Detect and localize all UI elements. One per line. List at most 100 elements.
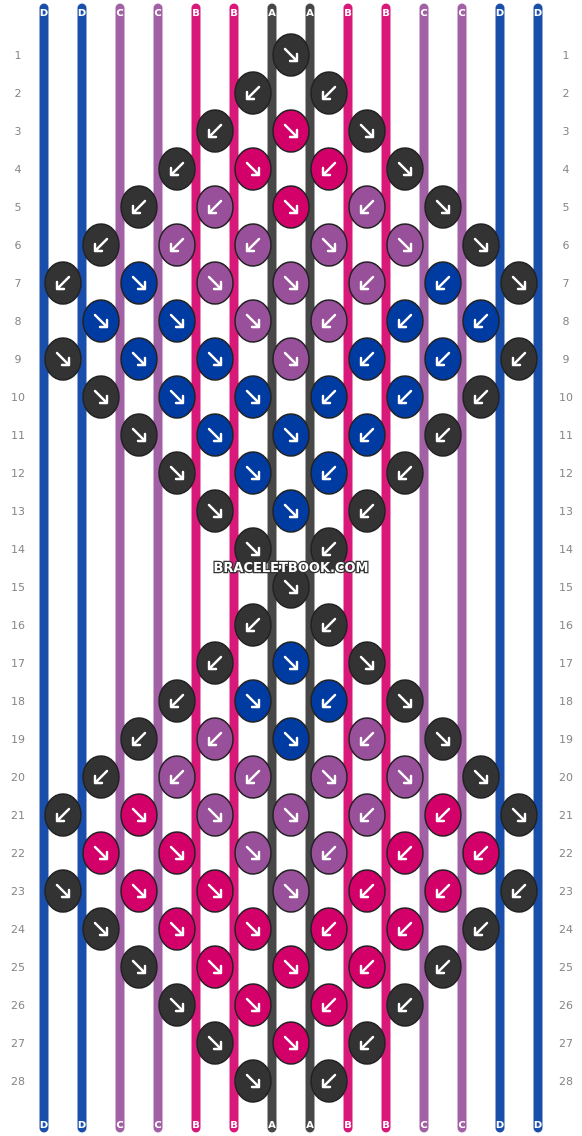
arrow-down-left-icon (359, 427, 375, 443)
row-label-left: 5 (15, 201, 22, 214)
knot (82, 223, 120, 267)
row-label-left: 15 (11, 581, 25, 594)
knot (120, 261, 158, 305)
knot (120, 185, 158, 229)
arrow-down-left-icon (359, 503, 375, 519)
string-label-top: C (154, 8, 161, 19)
row-label-left: 23 (11, 885, 25, 898)
arrow-down-left-icon (359, 959, 375, 975)
knot (196, 717, 234, 761)
row-label-right: 24 (559, 923, 573, 936)
knot (196, 869, 234, 913)
arrow-down-right-icon (283, 275, 299, 291)
arrow-down-left-icon (359, 351, 375, 367)
row-label-right: 20 (559, 771, 573, 784)
knot (348, 641, 386, 685)
arrow-down-left-icon (473, 313, 489, 329)
arrow-down-right-icon (283, 199, 299, 215)
knot (310, 1059, 348, 1103)
knot (272, 717, 310, 761)
string-label-bottom: D (496, 1120, 504, 1131)
knot (310, 831, 348, 875)
knot (272, 1021, 310, 1065)
string-label-bottom: B (344, 1120, 352, 1131)
string-label-top: D (496, 8, 504, 19)
arrow-down-right-icon (245, 389, 261, 405)
arrow-down-right-icon (131, 807, 147, 823)
knot (310, 679, 348, 723)
row-label-right: 10 (559, 391, 573, 404)
arrow-down-right-icon (359, 123, 375, 139)
arrow-down-right-icon (397, 237, 413, 253)
row-label-left: 13 (11, 505, 25, 518)
arrow-down-right-icon (245, 845, 261, 861)
arrow-down-right-icon (283, 1035, 299, 1051)
arrow-down-left-icon (321, 313, 337, 329)
arrow-down-right-icon (397, 161, 413, 177)
arrow-down-right-icon (93, 313, 109, 329)
arrow-down-right-icon (207, 959, 223, 975)
row-label-right: 17 (559, 657, 573, 670)
arrow-down-right-icon (245, 1073, 261, 1089)
arrow-down-right-icon (397, 693, 413, 709)
arrow-down-left-icon (473, 845, 489, 861)
arrow-down-right-icon (245, 693, 261, 709)
arrow-down-left-icon (321, 161, 337, 177)
arrow-down-left-icon (321, 693, 337, 709)
string-label-top: C (458, 8, 465, 19)
string-label-top: B (382, 8, 390, 19)
row-label-right: 9 (563, 353, 570, 366)
arrow-down-left-icon (131, 199, 147, 215)
row-label-right: 25 (559, 961, 573, 974)
arrow-down-left-icon (55, 807, 71, 823)
knot (234, 831, 272, 875)
knot (386, 907, 424, 951)
arrow-down-left-icon (321, 845, 337, 861)
knot (310, 299, 348, 343)
arrow-down-left-icon (321, 465, 337, 481)
row-label-right: 26 (559, 999, 573, 1012)
knot (196, 109, 234, 153)
arrow-down-right-icon (169, 465, 185, 481)
string-label-top: B (344, 8, 352, 19)
knot (462, 223, 500, 267)
arrow-down-right-icon (169, 313, 185, 329)
row-label-left: 3 (15, 125, 22, 138)
row-label-left: 10 (11, 391, 25, 404)
knot (196, 261, 234, 305)
arrow-down-right-icon (283, 655, 299, 671)
string-label-bottom: A (268, 1120, 276, 1131)
arrow-down-right-icon (93, 389, 109, 405)
knot (348, 717, 386, 761)
knot (272, 489, 310, 533)
row-label-left: 24 (11, 923, 25, 936)
row-label-right: 18 (559, 695, 573, 708)
arrow-down-left-icon (359, 883, 375, 899)
arrow-down-left-icon (131, 731, 147, 747)
arrow-down-left-icon (435, 351, 451, 367)
arrow-down-right-icon (283, 123, 299, 139)
knot (234, 71, 272, 115)
string-label-bottom: D (40, 1120, 48, 1131)
knot (272, 185, 310, 229)
arrow-down-right-icon (169, 921, 185, 937)
arrow-down-right-icon (321, 769, 337, 785)
arrow-down-right-icon (131, 883, 147, 899)
row-label-right: 23 (559, 885, 573, 898)
knot (310, 147, 348, 191)
arrow-down-left-icon (207, 731, 223, 747)
string-label-top: B (192, 8, 200, 19)
knot (310, 527, 348, 571)
knot (424, 869, 462, 913)
arrow-down-left-icon (321, 85, 337, 101)
knot (348, 1021, 386, 1065)
knot (424, 337, 462, 381)
knot (272, 109, 310, 153)
arrow-down-right-icon (283, 807, 299, 823)
row-label-right: 2 (563, 87, 570, 100)
row-label-right: 1 (563, 49, 570, 62)
arrow-down-right-icon (435, 199, 451, 215)
knot (272, 565, 310, 609)
row-label-left: 1 (15, 49, 22, 62)
